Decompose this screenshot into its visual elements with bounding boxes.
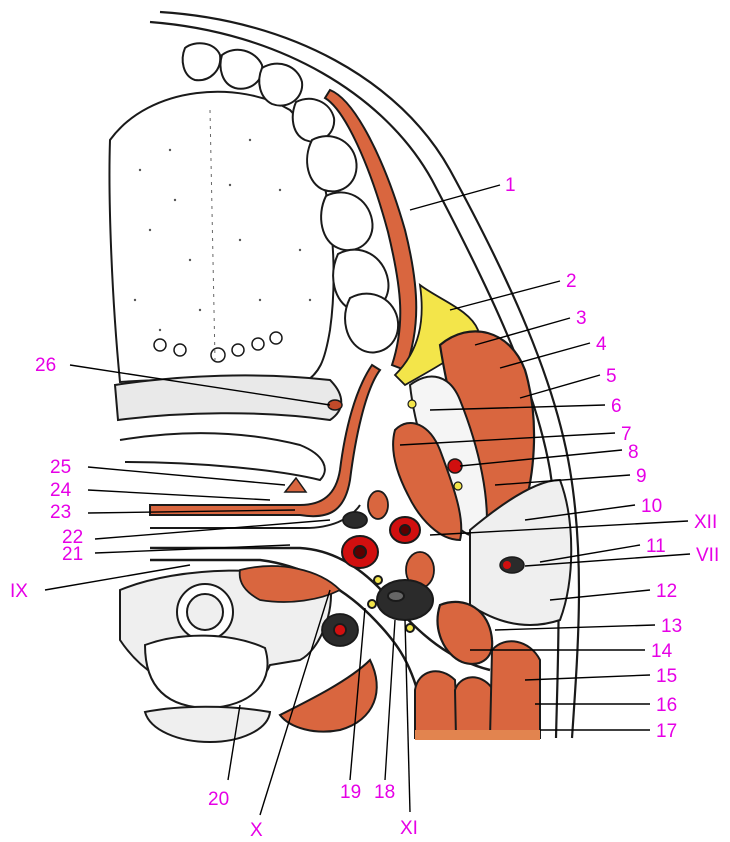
longus-colli-muscle (240, 566, 340, 602)
label-8: 8 (628, 442, 639, 463)
lingual-vessel (328, 400, 342, 410)
label-2: 2 (566, 271, 577, 292)
label-11: 11 (646, 536, 666, 557)
label-20: 20 (208, 789, 229, 810)
retromandibular-vessels (500, 557, 524, 573)
label-1: 1 (505, 175, 516, 196)
label-24: 24 (50, 480, 72, 501)
label-5: 5 (606, 366, 617, 387)
label-22: 22 (62, 527, 83, 548)
label-19: 19 (340, 782, 361, 803)
deep-neck-muscle (280, 660, 377, 732)
stylohyoid-muscle (285, 478, 306, 492)
label-16: 16 (656, 695, 677, 716)
label-17: 17 (656, 721, 677, 742)
label-26: 26 (35, 355, 56, 376)
label-4: 4 (596, 334, 607, 355)
label-XII: XII (694, 512, 717, 533)
label-12: 12 (656, 581, 677, 602)
label-VII: VII (696, 545, 719, 566)
label-23: 23 (50, 502, 71, 523)
label-15: 15 (656, 666, 677, 687)
mandible-band (115, 375, 341, 420)
label-14: 14 (651, 641, 673, 662)
label-18: 18 (374, 782, 395, 803)
label-13: 13 (661, 616, 682, 637)
label-IX: IX (10, 581, 28, 602)
label-6: 6 (611, 396, 622, 417)
label-XI: XI (400, 818, 418, 839)
label-9: 9 (636, 466, 647, 487)
cut-edge-band (415, 730, 540, 740)
label-X: X (250, 820, 263, 841)
label-3: 3 (576, 308, 587, 329)
label-10: 10 (641, 496, 662, 517)
vertebral-vessels (322, 614, 358, 646)
label-25: 25 (50, 457, 71, 478)
